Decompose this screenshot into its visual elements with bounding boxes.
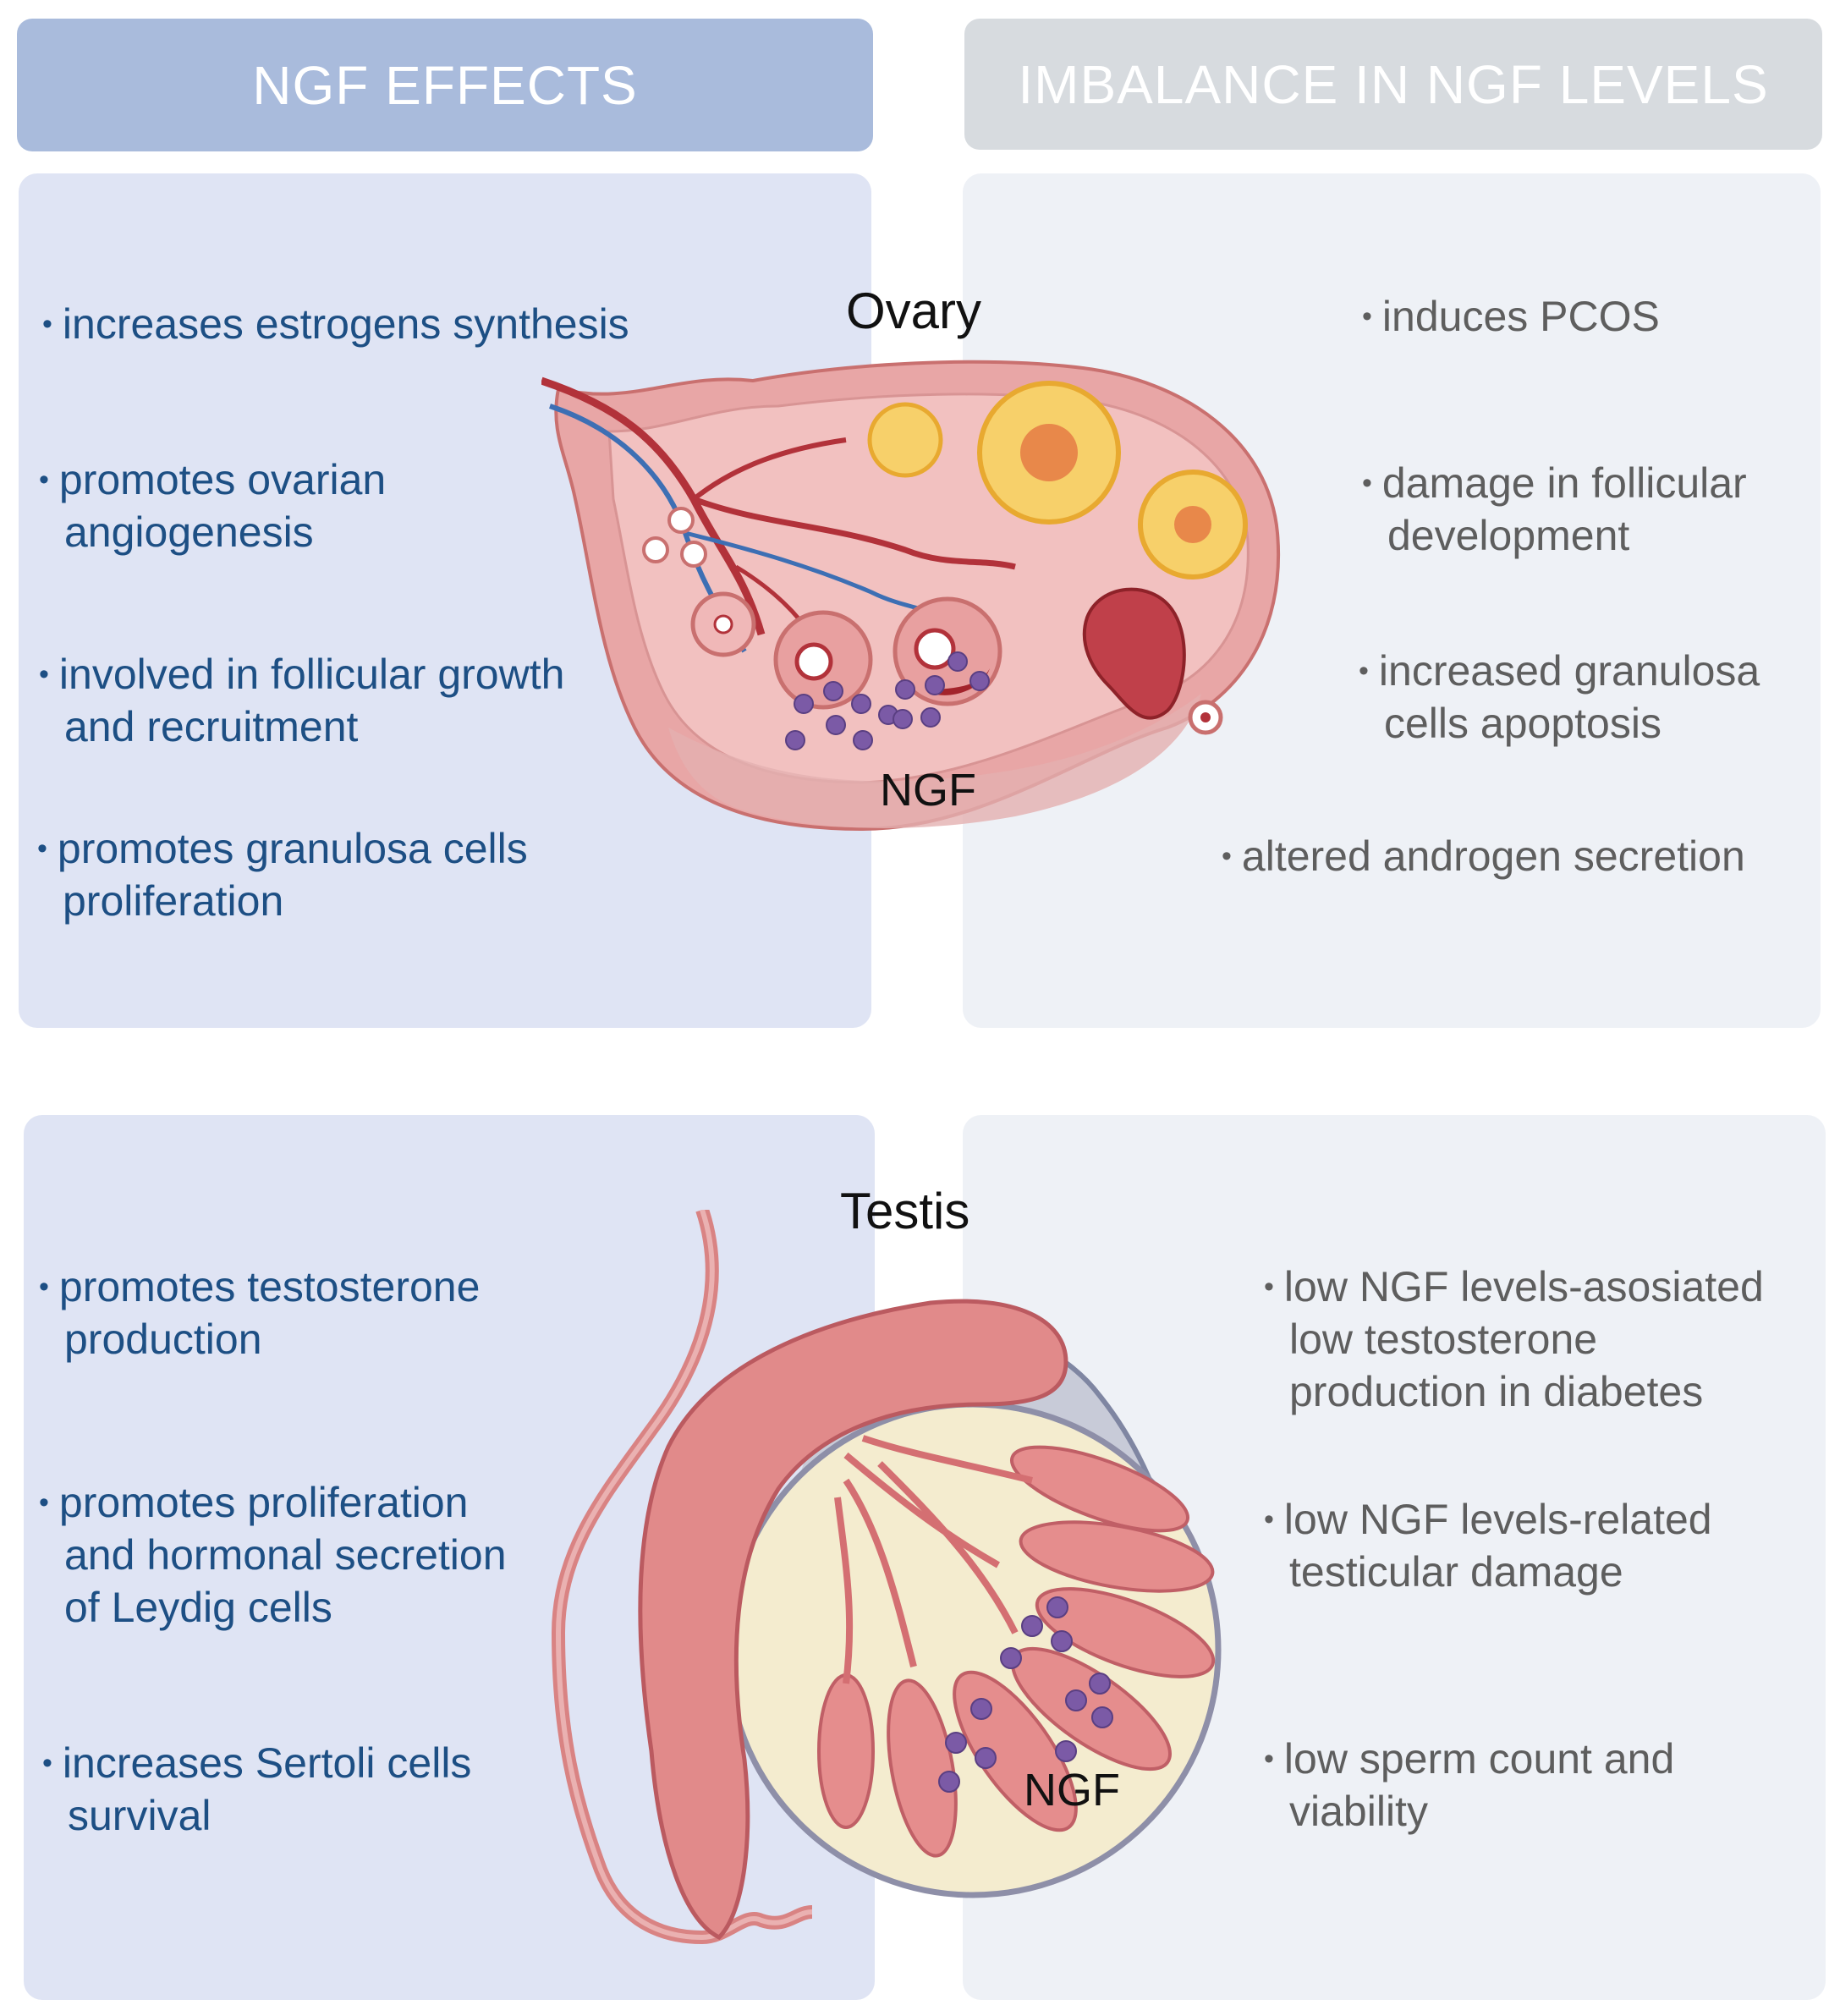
ovary-effect-item: •increases estrogens synthesis xyxy=(42,300,629,348)
testis-effect-item: •promotes testosterone production xyxy=(39,1263,481,1363)
testis-illustration xyxy=(551,1210,1222,1945)
ngf-effects-header: NGF EFFECTS xyxy=(17,19,873,151)
ovary-effect-item: •involved in follicular growth and recru… xyxy=(39,651,565,750)
ovary-imbalance-item: •increased granulosa cells apoptosis xyxy=(1359,647,1760,747)
ovary-imbalance-item: •altered androgen secretion xyxy=(1222,832,1745,880)
ovary-ngf-label: NGF xyxy=(880,765,976,816)
ovary-effect-item: •promotes ovarian angiogenesis xyxy=(39,456,387,556)
ovary-illustration xyxy=(541,360,1281,832)
imbalance-header: IMBALANCE IN NGF LEVELS xyxy=(964,19,1822,150)
testis-ngf-label: NGF xyxy=(1024,1765,1120,1815)
ovary-effect-item: •promotes granulosa cells proliferation xyxy=(37,825,528,925)
testis-imbalance-item: •low NGF levels-related testicular damag… xyxy=(1264,1496,1712,1596)
testis-imbalance-item: •low sperm count and viability xyxy=(1264,1735,1675,1835)
testis-effect-item: •promotes proliferation and hormonal sec… xyxy=(39,1479,507,1631)
testis-effect-item: •increases Sertoli cells survival xyxy=(42,1739,472,1839)
ovary-title: Ovary xyxy=(846,283,982,339)
ngf-effects-header-text: NGF EFFECTS xyxy=(252,54,638,116)
ovary-imbalance-item: •induces PCOS xyxy=(1362,293,1660,340)
ovary-imbalance-item: •damage in follicular development xyxy=(1362,459,1747,559)
testis-imbalance-item: •low NGF levels-asosiated low testostero… xyxy=(1264,1263,1764,1415)
testis-title: Testis xyxy=(840,1183,970,1239)
imbalance-header-text: IMBALANCE IN NGF LEVELS xyxy=(1018,53,1769,115)
